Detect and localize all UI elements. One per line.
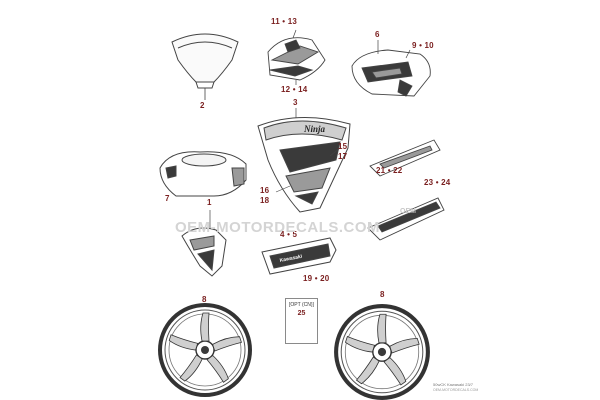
callout-7: 7 — [165, 194, 170, 203]
option-box: [OPT (CN)] 25 — [285, 298, 318, 344]
rear-wheel-right — [336, 306, 428, 398]
option-label: [OPT (CN)] — [289, 302, 314, 308]
fairing-logo: Ninja — [303, 124, 326, 134]
callout-23-24: 23 • 24 — [424, 178, 451, 187]
windscreen-part — [171, 33, 239, 100]
callout-8-right: 8 — [380, 290, 385, 299]
watermark-secondary: OEM — [400, 208, 416, 215]
callout-21-22: 21 • 22 — [376, 166, 403, 175]
rear-wheel-left — [158, 303, 252, 397]
side-fairing-part: Ninja — [257, 108, 351, 213]
callout-8-left: 8 — [202, 295, 207, 304]
seat-cowl-part — [159, 151, 247, 197]
belly-pan-part: Kawasaki — [261, 237, 337, 275]
callout-18: 18 — [260, 196, 270, 205]
watermark: OEM-MOTORDECALS.COM — [175, 219, 381, 236]
fuel-tank-part — [351, 40, 431, 97]
callout-6: 6 — [375, 30, 380, 39]
corner-note-secondary: OEM-MOTORDECALS.COM — [433, 388, 479, 392]
belly-pan-logo: Kawasaki — [279, 254, 303, 264]
callout-19-20: 19 • 20 — [303, 274, 330, 283]
callout-17: 17 — [338, 152, 348, 161]
callout-11-13: 11 • 13 — [271, 17, 298, 26]
callout-16: 16 — [260, 186, 270, 195]
callout-1: 1 — [207, 198, 212, 207]
callout-15: 15 — [338, 142, 348, 151]
tail-cowl-part — [367, 139, 445, 241]
callout-12-14: 12 • 14 — [281, 85, 308, 94]
callout-4-5: 4 • 5 — [280, 230, 298, 239]
callout-25: 25 — [297, 310, 306, 317]
upper-fairing-part — [267, 29, 326, 85]
callout-9-10: 9 • 10 — [412, 41, 434, 50]
callout-3: 3 — [293, 98, 298, 107]
front-fender-part — [181, 210, 227, 277]
callout-2: 2 — [200, 101, 205, 110]
corner-note: 50wCK Kawasaki 23/7 — [433, 382, 474, 387]
